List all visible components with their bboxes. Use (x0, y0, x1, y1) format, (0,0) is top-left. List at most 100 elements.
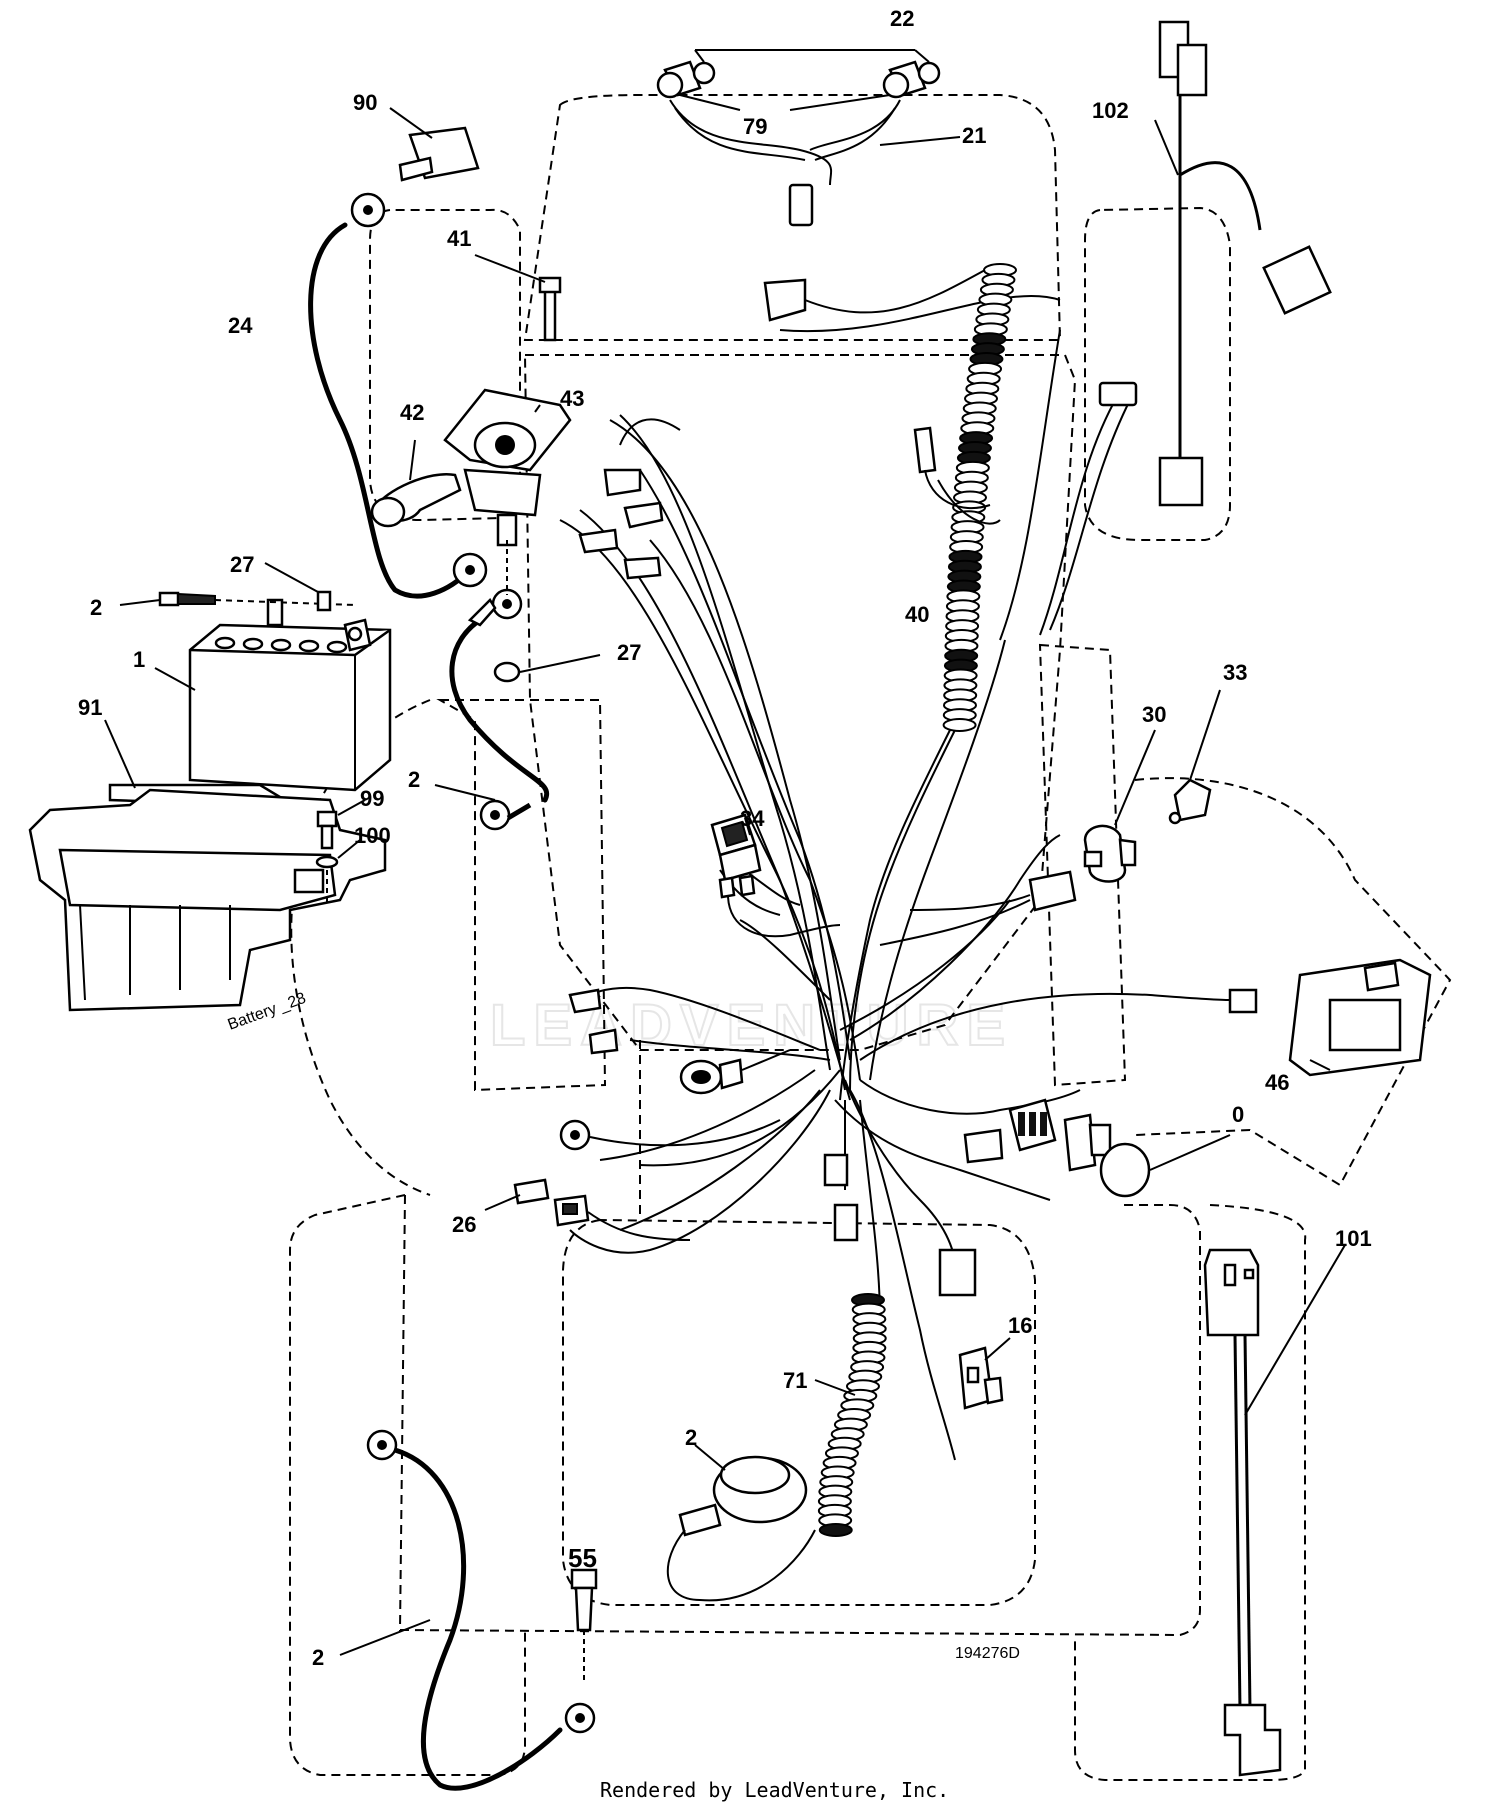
hour-meter-46 (1228, 958, 1432, 1077)
callout-2a: 2 (90, 595, 102, 620)
battery-cap (242, 637, 264, 651)
fuse-26 (484, 1178, 691, 1241)
ignition-switch-0 (1008, 1098, 1231, 1198)
battery-cap (214, 636, 236, 650)
battery-body (188, 623, 392, 792)
conduit-71-ring (818, 1523, 853, 1537)
ignition-pin (1029, 1112, 1036, 1136)
hour-meter-plug (1228, 988, 1258, 1014)
harness-101 (1203, 1244, 1346, 1777)
harness-101-plug (1223, 1703, 1282, 1777)
conduit-71 (817, 1293, 887, 1537)
callout-2c: 2 (685, 1425, 697, 1450)
seat-outline (562, 1218, 1036, 1606)
callout-99: 99 (360, 786, 384, 811)
switch-16 (958, 1337, 1011, 1410)
switch-30 (1083, 824, 1127, 883)
main-harness (559, 294, 1231, 1461)
ignition-body (1063, 1113, 1097, 1172)
solenoid-43 (370, 254, 572, 547)
battery-cable-24 (308, 107, 488, 599)
left-socket (656, 71, 684, 99)
battery-cable-2-lower (339, 1429, 598, 1791)
battery-tray: Battery _28 (28, 719, 387, 1034)
switch-30-plug (1028, 870, 1077, 912)
left-bulb-tip (692, 61, 716, 85)
ignition-pin (1018, 1112, 1025, 1136)
callout-27b: 27 (617, 640, 641, 665)
bolt-2-head (158, 591, 180, 607)
seat-switch-plug (763, 278, 807, 322)
callout-labels: 22 79 21 102 90 41 24 42 43 27 2 1 27 40… (78, 6, 1372, 1670)
callout-102: 102 (1092, 98, 1129, 123)
right-rear-outline (1074, 1204, 1307, 1781)
headlight-assembly (656, 49, 961, 227)
screw-99-head (316, 810, 338, 828)
nut-27 (316, 590, 332, 612)
harness-plug-1 (913, 426, 937, 474)
callout-27a: 27 (230, 552, 254, 577)
callout-33: 33 (1223, 660, 1247, 685)
drawing-number: 194276D (955, 1645, 1020, 1662)
battery-cap (298, 639, 320, 653)
chassis-outlines (289, 94, 1452, 1781)
pto-connector-block (1176, 43, 1208, 97)
terminal-cover-90-nozzle (398, 156, 434, 182)
callout-2b: 2 (408, 767, 420, 792)
washer-100 (315, 855, 339, 869)
callout-22: 22 (890, 6, 914, 31)
callout-79: 79 (743, 114, 767, 139)
left-fender-outline (369, 208, 521, 522)
callout-90: 90 (353, 90, 377, 115)
ignition-knob (1099, 1142, 1151, 1198)
pto-switch-plug (1262, 245, 1332, 315)
switch-30-33 (879, 689, 1221, 946)
bolt-2-thread (177, 592, 216, 605)
callout-100: 100 (354, 823, 391, 848)
horn-plug (678, 1503, 722, 1537)
upper-connectors (763, 269, 1138, 525)
callout-1: 1 (133, 647, 145, 672)
right-fender-outline (1084, 206, 1231, 541)
callout-71: 71 (783, 1368, 807, 1393)
pto-connector-bottom (1158, 456, 1204, 507)
nut-27-lower (493, 661, 521, 683)
center-outline (523, 354, 1077, 1051)
callout-41: 41 (447, 226, 471, 251)
battery-post-neg (266, 598, 284, 627)
horn-2 (666, 1379, 856, 1602)
callout-42: 42 (400, 400, 424, 425)
mid-connectors (578, 418, 681, 580)
ignition-pin (1040, 1112, 1047, 1136)
lower-connectors (559, 988, 1004, 1297)
callout-0: 0 (1232, 1102, 1244, 1127)
solenoid-body (463, 468, 542, 517)
callout-55: 55 (568, 1543, 597, 1573)
callout-40: 40 (905, 602, 929, 627)
callout-43: 43 (560, 386, 584, 411)
switch-33 (1173, 778, 1212, 822)
fender-connector (1098, 381, 1138, 407)
battery-cable-2-upper (434, 540, 601, 831)
harness-101-connector (1203, 1248, 1260, 1337)
callout-16: 16 (1008, 1313, 1032, 1338)
left-rear-outline (289, 1194, 526, 1776)
bolt-55-shank (574, 1586, 594, 1632)
callout-46: 46 (1265, 1070, 1289, 1095)
callout-24: 24 (228, 313, 253, 338)
right-bulb-tip (917, 61, 941, 85)
conduit-40-ring (942, 718, 977, 732)
dash-panel-outline (1134, 777, 1452, 1187)
callout-91: 91 (78, 695, 102, 720)
fuse-26-body (513, 1178, 550, 1205)
battery-1 (119, 562, 392, 792)
callout-34: 34 (740, 806, 765, 831)
right-panel-outline (1038, 643, 1127, 1087)
pto-harness-102 (1154, 20, 1332, 507)
harness-conduit-40 (942, 263, 1017, 732)
hood-outline (523, 94, 1062, 341)
bolt-41 (543, 288, 557, 342)
battery-cap (270, 638, 292, 652)
switch-34 (710, 813, 841, 938)
